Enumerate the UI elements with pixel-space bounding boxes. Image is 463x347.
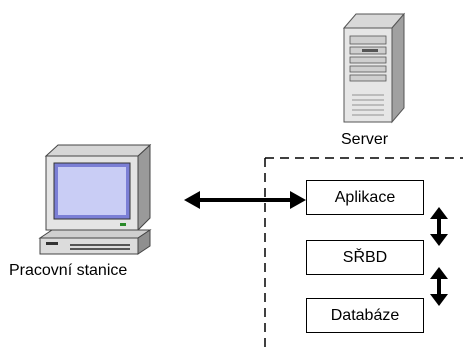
layer-label-application: Aplikace [334,188,396,206]
server-boundary [264,157,463,347]
layer-label-dbms: SŘBD [342,248,388,266]
client-server-arrow [184,191,306,209]
server-label: Server [341,131,389,148]
layer-label-database: Databáze [330,306,400,324]
layer-arrow-dbms-db [430,267,448,306]
layer-box-dbms: SŘBD [306,240,424,275]
layer-box-application: Aplikace [306,180,424,215]
computer-icon [38,143,152,255]
workstation-label: Pracovní stanice [9,262,128,279]
server-icon [342,12,406,124]
layer-arrow-app-dbms [430,207,448,246]
layer-box-database: Databáze [306,298,424,333]
